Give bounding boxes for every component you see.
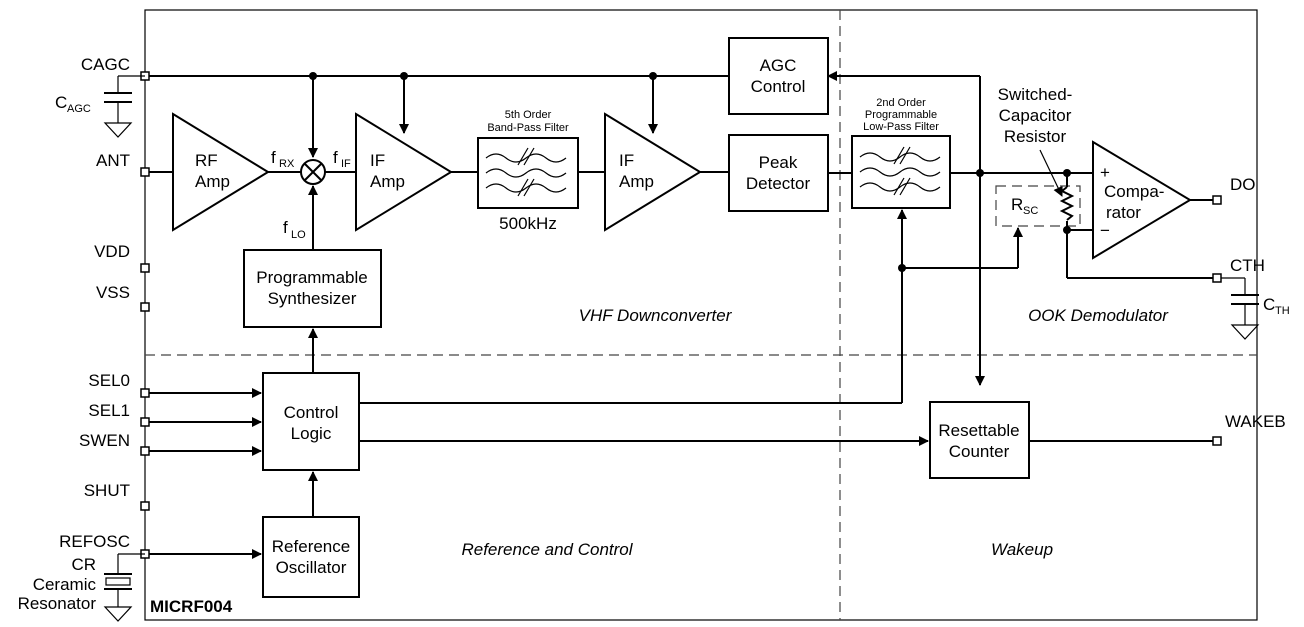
svg-text:Ceramic: Ceramic bbox=[33, 575, 97, 594]
pin-sel1: SEL1 bbox=[88, 401, 150, 427]
svg-text:Amp: Amp bbox=[195, 172, 230, 191]
pin-wakeb: WAKEB bbox=[1212, 412, 1286, 446]
chip-outline bbox=[144, 9, 1258, 621]
region-wakeup: Wakeup bbox=[991, 540, 1053, 559]
pin-ant: ANT bbox=[96, 151, 150, 177]
filter-tuning-path bbox=[359, 209, 1023, 404]
pin-shut: SHUT bbox=[84, 481, 150, 511]
svg-text:ANT: ANT bbox=[96, 151, 130, 170]
label-flo-sub: LO bbox=[291, 229, 306, 241]
svg-text:TH: TH bbox=[1275, 305, 1290, 317]
region-reference-and-control: Reference and Control bbox=[461, 540, 633, 559]
rf-amp: RF Amp bbox=[172, 112, 270, 232]
pin-swen: SWEN bbox=[79, 431, 150, 456]
region-vhf-downconverter: VHF Downconverter bbox=[579, 306, 733, 325]
svg-text:AGC: AGC bbox=[67, 103, 91, 115]
svg-text:Amp: Amp bbox=[619, 172, 654, 191]
agc-bus bbox=[149, 72, 729, 158]
low-pass-filter: 2nd Order Programmable Low-Pass Filter bbox=[851, 97, 951, 209]
svg-text:SEL1: SEL1 bbox=[88, 401, 130, 420]
resettable-counter: Resettable Counter bbox=[929, 401, 1030, 479]
switched-capacitor-resistor: Switched- Capacitor Resistor R SC bbox=[995, 85, 1213, 279]
svg-text:5th Order: 5th Order bbox=[505, 109, 552, 121]
cth-capacitor: C TH bbox=[1221, 277, 1290, 340]
agc-control: AGC Control bbox=[728, 37, 829, 115]
svg-text:RF: RF bbox=[195, 151, 218, 170]
svg-text:SC: SC bbox=[1023, 205, 1038, 217]
label-fif-sub: IF bbox=[341, 158, 351, 170]
svg-text:Band-Pass Filter: Band-Pass Filter bbox=[487, 122, 569, 134]
svg-text:Control: Control bbox=[751, 77, 806, 96]
svg-text:Low-Pass Filter: Low-Pass Filter bbox=[863, 121, 939, 133]
svg-text:REFOSC: REFOSC bbox=[59, 532, 130, 551]
svg-text:Amp: Amp bbox=[370, 172, 405, 191]
svg-text:VSS: VSS bbox=[96, 283, 130, 302]
pin-vdd: VDD bbox=[94, 242, 150, 273]
programmable-synthesizer: Programmable Synthesizer bbox=[243, 249, 382, 328]
svg-text:Switched-: Switched- bbox=[998, 85, 1073, 104]
mixer bbox=[300, 159, 326, 185]
svg-text:500kHz: 500kHz bbox=[499, 214, 557, 233]
if-amp-1: IF Amp bbox=[355, 112, 453, 232]
svg-text:Control: Control bbox=[284, 403, 339, 422]
cagc-capacitor: C AGC bbox=[55, 75, 145, 138]
svg-text:rator: rator bbox=[1106, 203, 1141, 222]
svg-text:Peak: Peak bbox=[759, 153, 798, 172]
svg-text:Logic: Logic bbox=[291, 424, 332, 443]
svg-text:Compa-: Compa- bbox=[1104, 182, 1164, 201]
band-pass-filter: 5th Order Band-Pass Filter 500kHz bbox=[477, 109, 579, 233]
svg-text:Resonator: Resonator bbox=[18, 594, 97, 613]
svg-text:CAGC: CAGC bbox=[81, 55, 130, 74]
svg-text:Synthesizer: Synthesizer bbox=[268, 289, 357, 308]
svg-text:SWEN: SWEN bbox=[79, 431, 130, 450]
if-amp-2: IF Amp bbox=[604, 112, 702, 232]
pin-do: DO bbox=[1212, 175, 1256, 205]
peak-detector: Peak Detector bbox=[728, 134, 829, 212]
ceramic-resonator: CR Ceramic Resonator bbox=[18, 553, 145, 622]
region-ook-demodulator: OOK Demodulator bbox=[1028, 306, 1169, 325]
svg-text:+: + bbox=[1100, 163, 1110, 182]
label-flo: f bbox=[283, 218, 288, 237]
label-frx: f bbox=[271, 148, 276, 167]
svg-text:VDD: VDD bbox=[94, 242, 130, 261]
label-frx-sub: RX bbox=[279, 158, 295, 170]
svg-text:Counter: Counter bbox=[949, 442, 1010, 461]
chip-name: MICRF004 bbox=[150, 597, 233, 616]
svg-text:Resettable: Resettable bbox=[938, 421, 1019, 440]
svg-text:Resistor: Resistor bbox=[1004, 127, 1067, 146]
label-fif: f bbox=[333, 148, 338, 167]
svg-text:Reference: Reference bbox=[272, 537, 350, 556]
svg-text:SHUT: SHUT bbox=[84, 481, 130, 500]
pin-vss: VSS bbox=[96, 283, 150, 312]
svg-text:C: C bbox=[55, 93, 67, 112]
svg-text:SEL0: SEL0 bbox=[88, 371, 130, 390]
pin-sel0: SEL0 bbox=[88, 371, 150, 398]
svg-text:IF: IF bbox=[370, 151, 385, 170]
svg-text:−: − bbox=[1100, 221, 1110, 240]
svg-text:Programmable: Programmable bbox=[865, 109, 937, 121]
reference-oscillator: Reference Oscillator bbox=[262, 516, 360, 598]
svg-text:CTH: CTH bbox=[1230, 256, 1265, 275]
svg-text:IF: IF bbox=[619, 151, 634, 170]
svg-text:WAKEB: WAKEB bbox=[1225, 412, 1286, 431]
svg-text:AGC: AGC bbox=[760, 56, 797, 75]
svg-text:CR: CR bbox=[71, 555, 96, 574]
svg-text:2nd Order: 2nd Order bbox=[876, 97, 926, 109]
control-logic: Control Logic bbox=[262, 372, 360, 471]
svg-text:Programmable: Programmable bbox=[256, 268, 368, 287]
svg-text:C: C bbox=[1263, 295, 1275, 314]
svg-text:Detector: Detector bbox=[746, 174, 811, 193]
svg-text:DO: DO bbox=[1230, 175, 1256, 194]
comparator: + − Compa- rator bbox=[1067, 140, 1213, 260]
svg-text:Capacitor: Capacitor bbox=[999, 106, 1072, 125]
agc-feedback-path bbox=[827, 71, 985, 386]
svg-text:Oscillator: Oscillator bbox=[276, 558, 347, 577]
svg-text:R: R bbox=[1011, 195, 1023, 214]
